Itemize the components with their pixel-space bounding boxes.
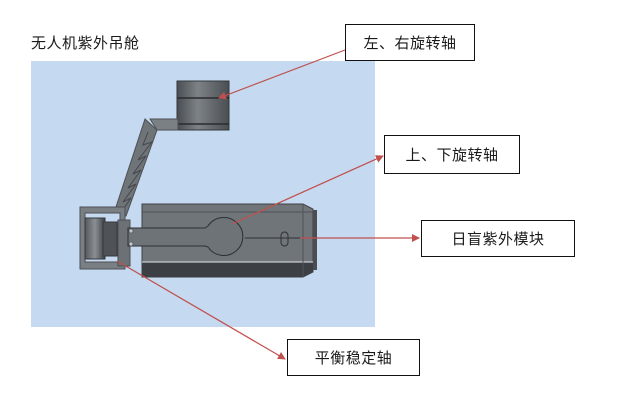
gimbal-arm [112,118,179,217]
yaw-motor [176,80,230,131]
arrow-stabilizer-axis [116,260,286,360]
arrow-yaw-axis [218,49,346,100]
label-pitch-axis: 上、下旋转轴 [384,135,520,174]
arrow-pitch-axis [231,155,384,225]
stabilizer-bracket [79,206,131,270]
diagram-title: 无人机紫外吊舱 [31,34,140,52]
label-yaw-axis: 左、右旋转轴 [345,24,475,61]
camera-body [127,203,317,278]
label-stabilizer-axis: 平衡稳定轴 [287,339,420,376]
label-uv-module: 日盲紫外模块 [421,220,575,257]
